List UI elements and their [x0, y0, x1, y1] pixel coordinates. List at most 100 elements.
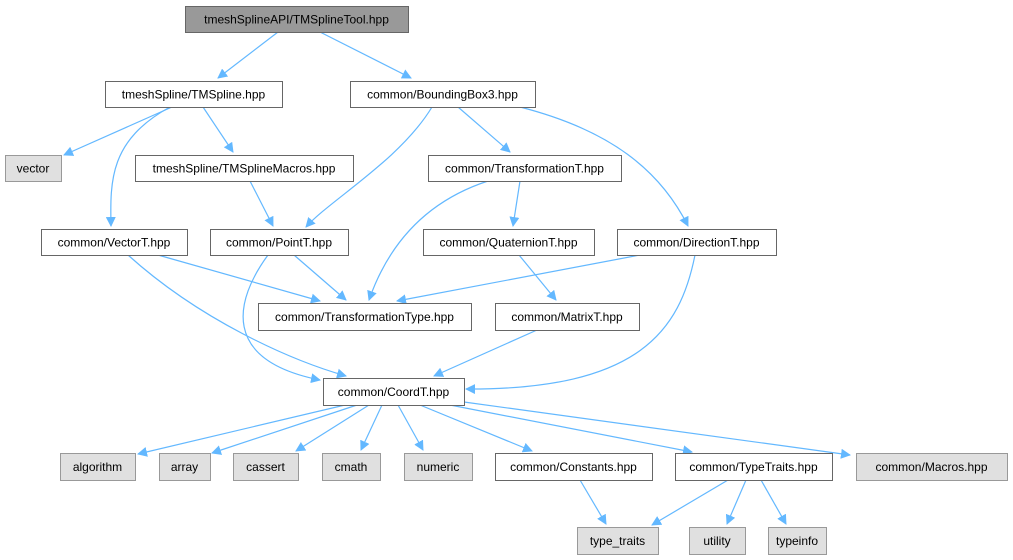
edge-quaternionT-to-matrixT	[518, 254, 557, 301]
edge-root-to-tmspline	[217, 31, 279, 79]
node-box	[323, 378, 465, 406]
node-box	[322, 453, 381, 481]
node-label: tmeshSpline/TMSpline.hpp	[122, 88, 266, 102]
node-box	[617, 229, 777, 256]
edge-typeTraitsHpp-to-typeinfo	[760, 479, 787, 525]
edge-vectorT-to-transformationType	[157, 254, 321, 304]
node-box	[41, 229, 188, 256]
node-cmath: cmath	[322, 453, 381, 481]
node-box	[423, 229, 595, 256]
node-label: common/Constants.hpp	[510, 460, 637, 474]
edge-coordT-to-cassert	[295, 404, 370, 452]
node-numeric: numeric	[404, 453, 473, 481]
node-typeTraitsHpp[interactable]: common/TypeTraits.hpp	[675, 453, 833, 481]
node-label: common/PointT.hpp	[226, 236, 332, 250]
node-box	[5, 155, 62, 182]
edge-matrixT-to-coordT	[433, 329, 538, 377]
node-label: common/BoundingBox3.hpp	[367, 88, 518, 102]
node-pointT[interactable]: common/PointT.hpp	[210, 229, 349, 256]
node-label: common/QuaternionT.hpp	[439, 236, 577, 250]
edge-transformationT-to-transformationType	[367, 180, 489, 301]
node-box	[428, 155, 622, 182]
edge-coordT-to-numeric	[397, 404, 424, 451]
node-box	[856, 453, 1008, 481]
node-tmspline[interactable]: tmeshSpline/TMSpline.hpp	[105, 81, 283, 108]
node-label: common/TransformationT.hpp	[445, 162, 604, 176]
node-root[interactable]: tmeshSplineAPI/TMSplineTool.hpp	[185, 6, 409, 33]
edge-coordT-to-cmath	[360, 404, 383, 451]
edge-coordT-to-constants	[419, 404, 533, 453]
node-coordT[interactable]: common/CoordT.hpp	[323, 378, 465, 406]
edge-bbox3-to-directionT	[519, 106, 689, 227]
node-box	[675, 453, 833, 481]
edge-bbox3-to-pointT	[305, 106, 433, 228]
node-label: cassert	[246, 460, 285, 474]
edge-tmspline-to-tmsmacros	[202, 106, 234, 153]
node-label: common/VectorT.hpp	[58, 236, 171, 250]
node-algorithm: algorithm	[60, 453, 136, 481]
node-label: common/DirectionT.hpp	[633, 236, 759, 250]
node-macros: common/Macros.hpp	[856, 453, 1008, 481]
node-box	[404, 453, 473, 481]
node-transformationType[interactable]: common/TransformationType.hpp	[258, 303, 472, 331]
edge-coordT-to-typeTraitsHpp	[449, 404, 693, 456]
node-box	[135, 155, 354, 182]
node-label: common/CoordT.hpp	[338, 385, 450, 399]
node-label: typeinfo	[776, 534, 818, 548]
node-label: utility	[703, 534, 730, 548]
node-label: common/Macros.hpp	[875, 460, 987, 474]
node-type_traits: type_traits	[577, 527, 659, 555]
edge-pointT-to-coordT	[242, 254, 321, 384]
edge-tmspline-to-vectorT	[105, 106, 171, 227]
node-box	[105, 81, 283, 108]
node-constants[interactable]: common/Constants.hpp	[495, 453, 653, 481]
edge-constants-to-type_traits	[579, 479, 607, 525]
node-transformationT[interactable]: common/TransformationT.hpp	[428, 155, 622, 182]
node-matrixT[interactable]: common/MatrixT.hpp	[495, 303, 640, 331]
edge-coordT-to-array	[211, 404, 358, 455]
node-label: tmeshSpline/TMSplineMacros.hpp	[153, 162, 336, 176]
node-label: vector	[17, 162, 50, 176]
node-vector: vector	[5, 155, 62, 182]
edge-coordT-to-macros	[463, 401, 851, 459]
node-label: common/TransformationType.hpp	[275, 310, 454, 324]
edge-coordT-to-algorithm	[137, 404, 346, 457]
edge-directionT-to-coordT	[465, 254, 696, 395]
edge-root-to-bbox3	[319, 31, 412, 79]
edge-typeTraitsHpp-to-type_traits	[651, 479, 729, 526]
node-box	[577, 527, 659, 555]
node-box	[258, 303, 472, 331]
node-cassert: cassert	[233, 453, 299, 481]
node-box	[495, 453, 653, 481]
node-box	[495, 303, 640, 331]
edge-vectorT-to-coordT	[127, 254, 347, 379]
node-label: array	[171, 460, 198, 474]
node-box	[185, 6, 409, 33]
edge-transformationT-to-quaternionT	[509, 180, 521, 227]
edge-directionT-to-transformationType	[396, 254, 641, 305]
edge-tmsmacros-to-pointT	[249, 180, 274, 227]
node-box	[60, 453, 136, 481]
edge-bbox3-to-transformationT	[457, 106, 511, 153]
node-directionT[interactable]: common/DirectionT.hpp	[617, 229, 777, 256]
node-box	[159, 453, 211, 481]
node-quaternionT[interactable]: common/QuaternionT.hpp	[423, 229, 595, 256]
edges-layer	[63, 31, 851, 526]
node-box	[210, 229, 349, 256]
node-bbox3[interactable]: common/BoundingBox3.hpp	[350, 81, 536, 108]
node-tmsmacros[interactable]: tmeshSpline/TMSplineMacros.hpp	[135, 155, 354, 182]
node-label: tmeshSplineAPI/TMSplineTool.hpp	[204, 13, 389, 27]
edge-tmspline-to-vector	[63, 106, 173, 156]
node-array: array	[159, 453, 211, 481]
node-label: algorithm	[73, 460, 122, 474]
node-vectorT[interactable]: common/VectorT.hpp	[41, 229, 188, 256]
edge-typeTraitsHpp-to-utility	[725, 479, 747, 525]
edge-pointT-to-transformationType	[293, 254, 347, 301]
node-label: numeric	[417, 460, 460, 474]
node-label: common/MatrixT.hpp	[511, 310, 623, 324]
node-box	[689, 527, 746, 555]
node-label: cmath	[335, 460, 368, 474]
node-typeinfo: typeinfo	[768, 527, 827, 555]
node-utility: utility	[689, 527, 746, 555]
